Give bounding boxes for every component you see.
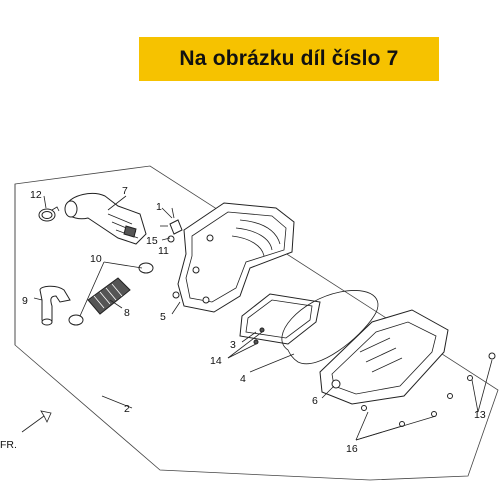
filter-cover-part [319,309,496,427]
hose-clamp-part [38,206,60,222]
callout-2: 2 [124,403,130,415]
callout-13: 13 [474,409,486,421]
callout-16: 16 [346,443,358,455]
seal-ring-part [281,290,379,365]
sensor-part [167,207,183,243]
callout-3: 3 [230,339,236,351]
leader-lines [33,195,493,441]
front-direction-arrow [21,410,52,433]
callout-10: 10 [90,253,102,265]
callout-5: 5 [160,311,166,323]
o-ring-part-2 [68,314,84,326]
callout-4: 4 [240,373,246,385]
callout-11: 11 [158,245,169,257]
filter-element-part [239,293,321,345]
callout-12: 12 [30,189,42,201]
callout-6: 6 [312,395,318,407]
callout-15: 15 [146,235,158,247]
callout-7: 7 [122,185,128,197]
elbow-tube-part [39,285,71,326]
callout-9: 9 [22,295,28,307]
part-number-banner: Na obrázku díl číslo 7 [139,37,439,81]
intake-duct-part [64,192,147,245]
callout-8: 8 [124,307,130,319]
callout-1: 1 [156,201,162,213]
callout-14: 14 [210,355,222,367]
filter-housing-part [172,202,295,313]
assembly-frame [14,165,499,481]
front-direction-label: FR. [0,439,17,451]
o-ring-part [138,262,154,274]
corrugated-hose-part [87,277,131,315]
